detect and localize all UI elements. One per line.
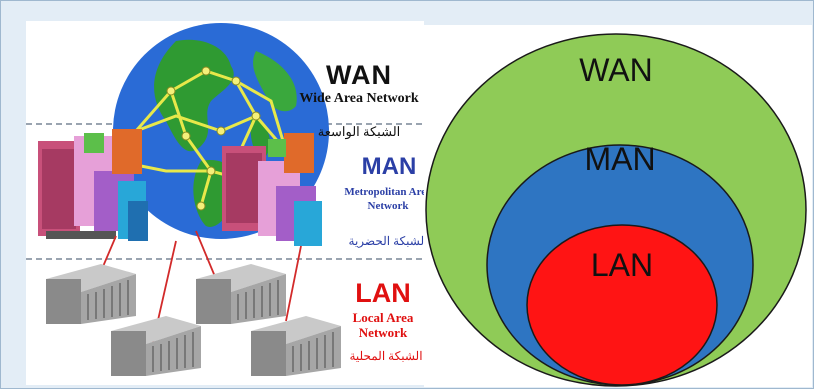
man-title: MAN bbox=[361, 153, 417, 180]
lan-arabic-label: الشبكة المحلية bbox=[349, 349, 423, 363]
man-arabic-label: الشبكة الحضرية bbox=[348, 234, 428, 248]
man-subtitle: Metropolitan Area Network bbox=[344, 186, 432, 212]
lan-circle bbox=[526, 224, 718, 386]
network-illustration-graphic bbox=[26, 23, 424, 376]
wan-subtitle: Wide Area Network bbox=[299, 91, 419, 106]
wan-ring-label: WAN bbox=[579, 52, 653, 88]
network-illustration: WAN Wide Area Network الشبكة الواسعة MAN… bbox=[26, 21, 432, 385]
nested-network-diagram: WAN MAN LAN bbox=[424, 25, 812, 387]
left-building-cluster-icon bbox=[38, 129, 148, 241]
lan-server-icons bbox=[46, 264, 341, 376]
man-ring-label: MAN bbox=[584, 141, 656, 177]
lan-title: LAN bbox=[355, 278, 411, 308]
nested-circles-graphic bbox=[425, 33, 807, 387]
lan-ring-label: LAN bbox=[590, 247, 654, 283]
wan-arabic-label: الشبكة الواسعة bbox=[317, 124, 401, 139]
right-building-cluster-icon bbox=[222, 133, 322, 246]
lan-subtitle: Local Area Network bbox=[352, 310, 414, 340]
wan-title: WAN bbox=[326, 60, 392, 90]
wan-nodes bbox=[166, 66, 261, 211]
